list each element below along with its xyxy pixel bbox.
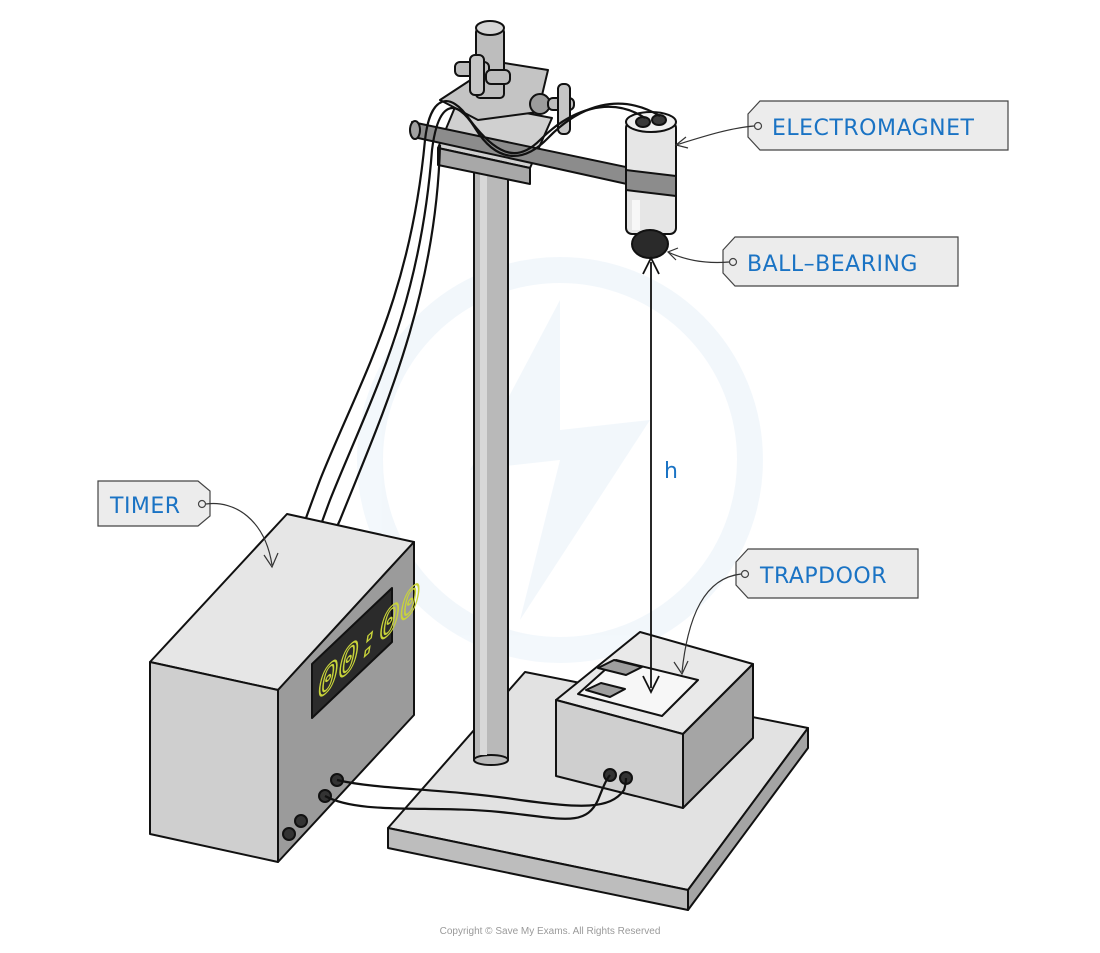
electromagnet — [625, 111, 677, 235]
electromagnet-label: ELECTROMAGNET — [772, 116, 975, 141]
timer-box: 00:00 — [149, 513, 421, 863]
height-arrow: h — [642, 255, 678, 695]
ball-bearing — [631, 229, 669, 259]
ball-bearing-label: BALL–BEARING — [747, 252, 918, 277]
trapdoor-wires — [324, 774, 628, 820]
ball-bearing-label-tag: BALL–BEARING — [666, 236, 959, 287]
trapdoor-label: TRAPDOOR — [759, 564, 887, 589]
trapdoor-label-tag: TRAPDOOR — [673, 548, 919, 676]
height-label: h — [664, 459, 678, 484]
timer-label-tag: TIMER — [97, 480, 279, 569]
retort-stand-rod — [473, 164, 509, 766]
electromagnet-label-tag: ELECTROMAGNET — [674, 100, 1009, 151]
trapdoor-flaps — [585, 659, 643, 698]
watermark-logo — [357, 257, 763, 663]
copyright-notice: Copyright © Save My Exams. All Rights Re… — [439, 926, 661, 937]
timer-label: TIMER — [109, 494, 181, 519]
